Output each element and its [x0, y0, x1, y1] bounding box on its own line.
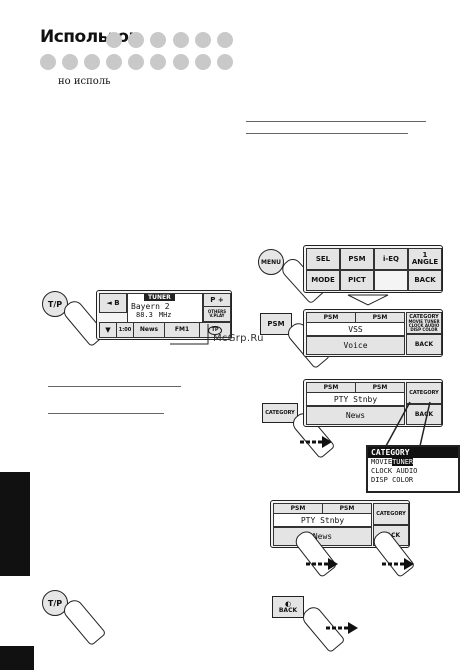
category-button[interactable]: CATEGORY MOVIE TUNER CLOCK AUDIO DISP CO… — [406, 312, 442, 334]
sel-button[interactable]: SEL — [306, 248, 340, 270]
callout-line — [170, 324, 209, 345]
back-button-label: BACK — [278, 606, 298, 614]
tuner-next-button[interactable]: P + — [203, 293, 231, 307]
category-button[interactable]: CATEGORY — [406, 382, 442, 404]
back-button[interactable]: BACK — [406, 404, 442, 425]
placeholder-dot — [217, 32, 233, 48]
psm-main-display: PTY Stnby — [306, 392, 405, 406]
divider — [246, 121, 426, 122]
category-title: CATEGORY — [265, 409, 295, 416]
station-name: Bayern 2 — [131, 302, 170, 311]
tp-indicator-icon[interactable]: TP — [199, 322, 231, 338]
callout-line — [385, 401, 431, 447]
empty-cell — [374, 270, 408, 291]
psm-main-display: VSS — [306, 322, 405, 336]
psm-button[interactable]: PSM — [260, 313, 292, 335]
right-arrow-icon — [382, 558, 414, 570]
placeholder-dot — [128, 32, 144, 48]
placeholder-dot — [195, 32, 211, 48]
category-item: MOVIE TUNER — [408, 318, 440, 324]
category-button[interactable]: CATEGORY — [373, 503, 409, 525]
frequency-unit: MHz — [158, 311, 172, 319]
tuner-display: TUNER Bayern 2 88.3 MHz — [127, 293, 203, 323]
placeholder-dot — [195, 54, 211, 70]
psm-sub-display[interactable]: News — [306, 406, 405, 425]
small-category-button[interactable]: CATEGORY — [262, 403, 298, 423]
psm-sub-display[interactable]: News — [273, 527, 372, 546]
placeholder-dot — [84, 54, 100, 70]
menu-button-label: MENU — [261, 258, 281, 266]
placeholder-dot — [150, 32, 166, 48]
tp-button[interactable]: T/P — [42, 291, 68, 317]
category-popup: CATEGORY MOVIETUNER CLOCK AUDIO DISP COL… — [366, 445, 460, 493]
finger-icon — [60, 596, 107, 647]
tuner-screen: ◄ B TUNER Bayern 2 88.3 MHz P + OTHERS V… — [96, 290, 232, 340]
placeholder-dot — [173, 54, 189, 70]
page-title: Использов — [40, 27, 139, 47]
tuner-down-button[interactable]: ▼ — [99, 322, 117, 338]
subtitle-text: но исполь — [58, 76, 111, 87]
divider — [48, 413, 164, 414]
popup-title: CATEGORY — [368, 447, 458, 458]
tuner-badge: TUNER — [144, 294, 175, 301]
back-button[interactable]: BACK — [408, 270, 442, 291]
menu-screen: SEL PSM i-EQ 1 ANGLE MODE PICT BACK — [303, 245, 443, 293]
psm-screen-2: PSM PSM PTY Stnby News CATEGORY BACK — [303, 379, 443, 427]
category-movie[interactable]: MOVIE — [371, 458, 393, 466]
category-item: CLOCK AUDIO — [408, 322, 440, 328]
psm-sub-display[interactable]: Voice — [306, 336, 405, 355]
tp-button-label: T/P — [47, 299, 63, 309]
placeholder-dot — [217, 54, 233, 70]
psm-menu-button[interactable]: PSM — [340, 248, 374, 270]
category-item: DISP COLOR — [410, 326, 438, 332]
right-arrow-icon — [306, 558, 338, 570]
back-button[interactable]: ◐ BACK — [272, 596, 304, 618]
psm-main-display: PTY Stnby — [273, 513, 372, 527]
pty-display: News — [133, 322, 165, 338]
right-arrow-icon — [300, 436, 332, 448]
placeholder-dot — [173, 32, 189, 48]
others-button[interactable]: OTHERS V.PLAY — [203, 306, 231, 322]
divider — [48, 386, 181, 387]
frequency-value: 88.3 — [136, 311, 153, 319]
category-color[interactable]: COLOR — [392, 476, 414, 484]
ieq-button[interactable]: i-EQ — [374, 248, 408, 270]
pict-button[interactable]: PICT — [340, 270, 374, 291]
watermark-text: McGrp.Ru — [213, 333, 264, 344]
category-disp[interactable]: DISP — [371, 476, 388, 484]
section-tab — [0, 472, 30, 576]
tuner-prev-button[interactable]: ◄ B — [99, 293, 127, 313]
angle-button[interactable]: 1 ANGLE — [408, 248, 442, 270]
down-arrow-icon — [347, 294, 389, 306]
category-audio[interactable]: AUDIO — [396, 467, 418, 475]
psm-button-label: PSM — [267, 319, 285, 328]
page-corner-block — [0, 646, 34, 670]
divider — [246, 133, 408, 134]
tp-button-label: T/P — [47, 598, 63, 608]
time-display: 1:00 — [116, 322, 134, 338]
category-clock[interactable]: CLOCK — [371, 467, 393, 475]
band-display: FM1 — [164, 322, 200, 338]
placeholder-dot — [40, 54, 56, 70]
category-title: CATEGORY — [409, 313, 439, 320]
placeholder-dot — [106, 32, 122, 48]
tp-button[interactable]: T/P — [42, 590, 68, 616]
psm-screen-1: PSM PSM VSS Voice CATEGORY MOVIE TUNER C… — [303, 309, 443, 357]
placeholder-dot — [128, 54, 144, 70]
placeholder-dot — [106, 54, 122, 70]
right-arrow-icon — [326, 622, 358, 634]
placeholder-dot — [62, 54, 78, 70]
menu-button[interactable]: MENU — [258, 249, 284, 275]
back-button[interactable]: BACK — [406, 334, 442, 355]
back-icon: ◐ — [284, 599, 292, 608]
mode-button[interactable]: MODE — [306, 270, 340, 291]
placeholder-dot — [150, 54, 166, 70]
category-tuner-selected[interactable]: TUNER — [392, 458, 414, 466]
